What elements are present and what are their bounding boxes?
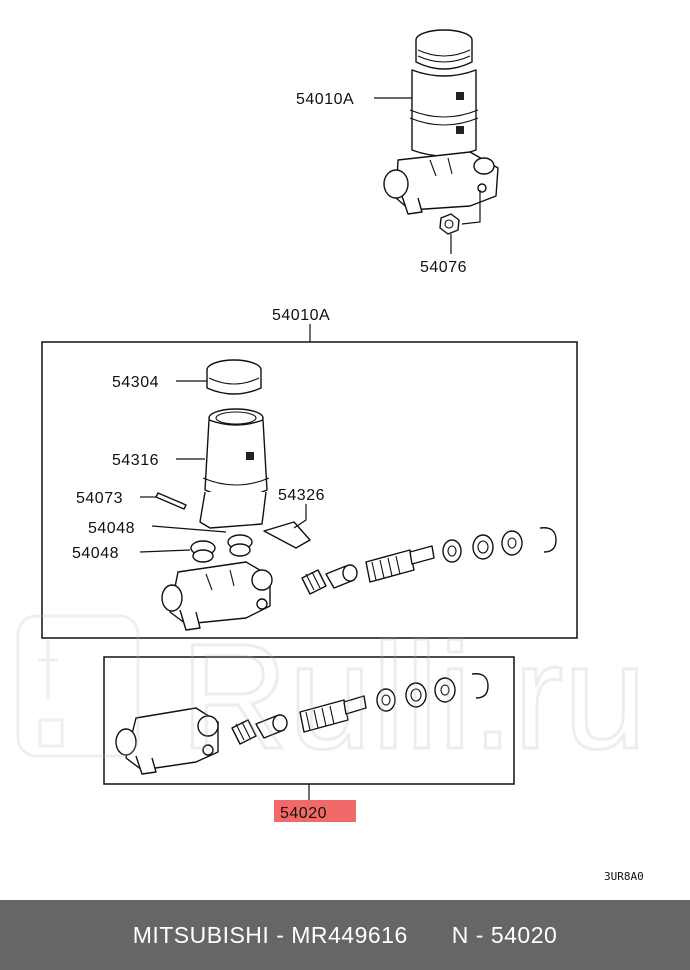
- kit-highlight: [274, 800, 356, 822]
- watermark: Rulli.ru: [16, 611, 648, 782]
- assembly-frame: [41, 341, 578, 639]
- label-54326: 54326: [278, 487, 325, 504]
- label-54316: 54316: [112, 452, 159, 469]
- master-cylinder-assembly-drawing: [374, 29, 499, 254]
- label-54048-lower: 54048: [72, 545, 119, 562]
- label-54020[interactable]: 54020: [280, 805, 327, 822]
- footer-brand-part: MITSUBISHI - MR449616: [132, 921, 408, 948]
- label-54010a-box: 54010A: [272, 307, 330, 324]
- repair-kit-drawing: [115, 673, 489, 775]
- diagram-code: 3UR8A0: [604, 870, 644, 883]
- label-54073: 54073: [76, 490, 123, 507]
- label-54076: 54076: [420, 259, 467, 276]
- label-54048-upper: 54048: [88, 520, 135, 537]
- footer-ref-number: N - 54020: [451, 921, 558, 948]
- label-54010a-top: 54010A: [296, 91, 354, 108]
- label-54304: 54304: [112, 374, 159, 391]
- footer-bar: MITSUBISHI - MR449616 N - 54020: [0, 900, 690, 970]
- parts-diagram: 54010A 54076 54010A: [16, 29, 648, 883]
- watermark-text: Rulli.ru: [180, 612, 647, 780]
- exploded-assembly-drawing: [139, 359, 557, 631]
